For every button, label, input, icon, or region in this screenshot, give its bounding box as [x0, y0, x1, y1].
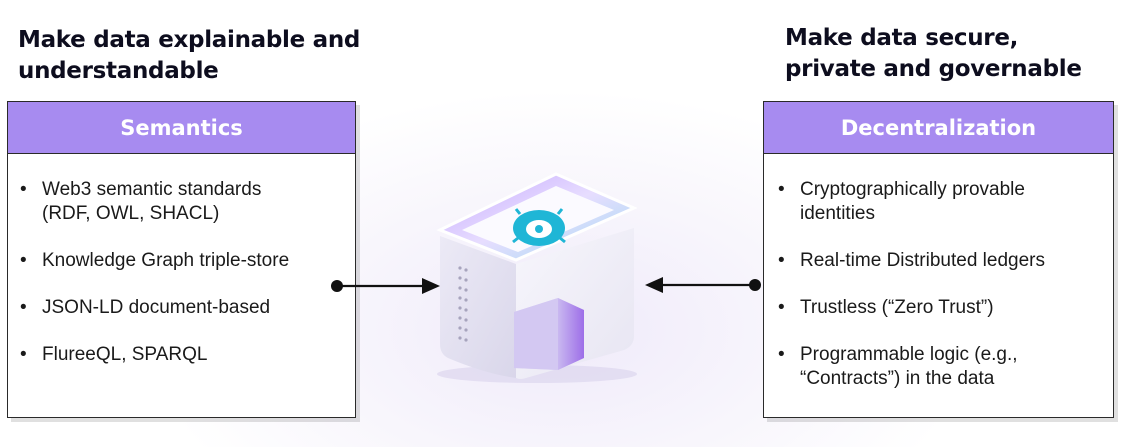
arrow-right-icon — [331, 278, 440, 294]
list-item: •Knowledge Graph triple-store — [20, 250, 290, 271]
semantics-list: •Web3 semantic standards (RDF, OWL, SHAC… — [8, 154, 355, 367]
semantics-panel: Semantics •Web3 semantic standards (RDF,… — [7, 101, 356, 418]
list-item-text: Real-time Distributed ledgers — [800, 250, 1045, 271]
decentralization-title: Decentralization — [764, 102, 1113, 154]
list-item: •JSON-LD document-based — [20, 297, 271, 318]
arrow-left-icon — [645, 277, 761, 293]
left-heading: Make data explainable and understandable — [18, 27, 361, 84]
list-item-text: Programmable logic (e.g., “Contracts”) i… — [800, 344, 1018, 389]
list-item-text: FlureeQL, SPARQL — [42, 344, 208, 365]
list-item-text: Knowledge Graph triple-store — [42, 250, 290, 271]
decentralization-list: •Cryptographically provable identities •… — [764, 154, 1113, 391]
list-item: •Programmable logic (e.g., “Contracts”) … — [778, 344, 1018, 389]
list-item-text: Web3 semantic standards (RDF, OWL, SHACL… — [42, 179, 262, 224]
decentralization-panel: Decentralization •Cryptographically prov… — [763, 101, 1114, 418]
right-heading: Make data secure, private and governable — [785, 25, 1082, 82]
list-item-text: Trustless (“Zero Trust”) — [800, 297, 994, 318]
list-item: •Trustless (“Zero Trust”) — [778, 297, 994, 318]
list-item: •Web3 semantic standards (RDF, OWL, SHAC… — [20, 179, 262, 224]
fluree-logo-icon — [512, 208, 566, 246]
server-cube-icon — [436, 172, 638, 383]
list-item: •Cryptographically provable identities — [778, 179, 1025, 224]
list-item: •Real-time Distributed ledgers — [778, 250, 1045, 271]
list-item-text: Cryptographically provable identities — [800, 179, 1025, 224]
list-item: •FlureeQL, SPARQL — [20, 344, 208, 365]
semantics-title: Semantics — [8, 102, 355, 154]
list-item-text: JSON-LD document-based — [42, 297, 271, 318]
